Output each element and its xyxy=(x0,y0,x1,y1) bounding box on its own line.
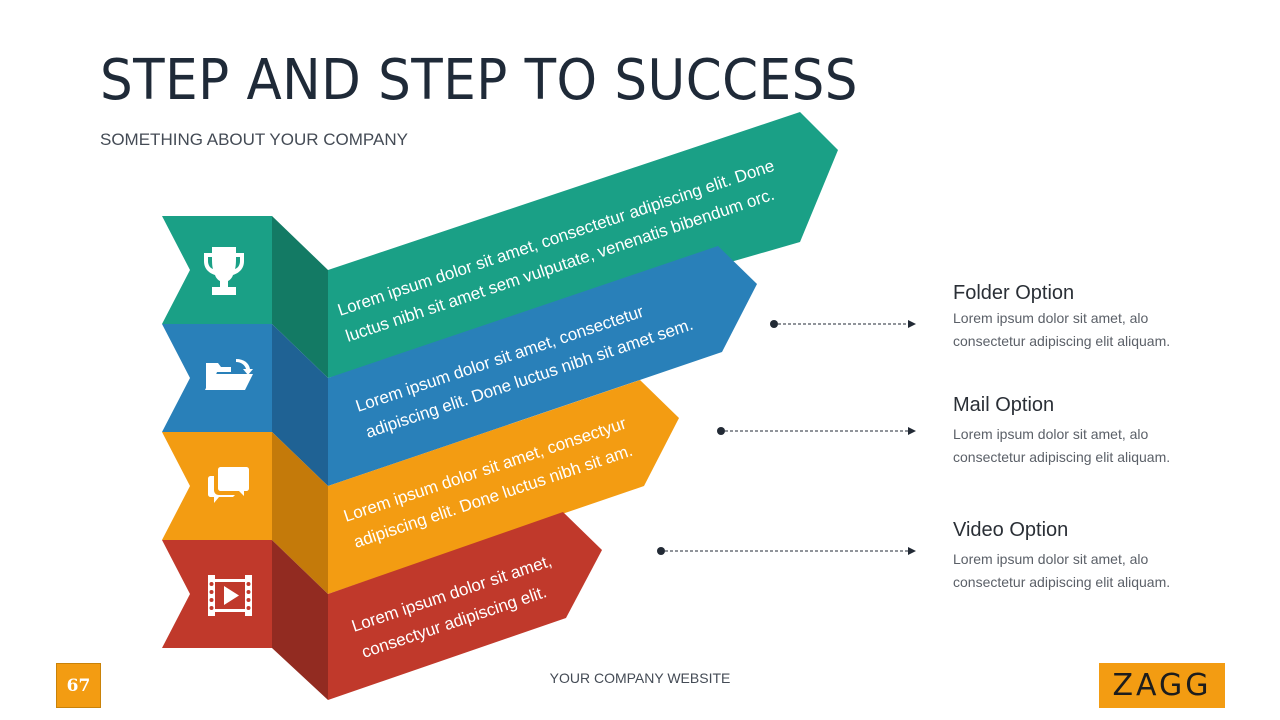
folder-open-icon xyxy=(205,359,253,390)
option-mail-title: Mail Option xyxy=(953,394,1055,416)
footer-website: YOUR COMPANY WEBSITE xyxy=(549,670,731,686)
step-3-tab xyxy=(162,432,272,540)
step-1-panel xyxy=(328,112,838,378)
connector-video xyxy=(657,547,916,555)
option-mail: Mail Option Lorem ipsum dolor sit amet, … xyxy=(953,394,1253,469)
step-4: Lorem ipsum dolor sit amet, consectyur a… xyxy=(162,512,602,700)
option-folder-title: Folder Option xyxy=(953,282,1075,304)
step-4-tab xyxy=(162,540,272,648)
step-3-panel xyxy=(328,380,679,594)
page-number: 67 xyxy=(56,663,101,708)
company-logo: ZAGG xyxy=(1099,663,1225,708)
connector-mail xyxy=(717,427,916,435)
option-video-desc: Lorem ipsum dolor sit amet, alo consecte… xyxy=(953,551,1171,590)
chat-icon xyxy=(208,467,249,503)
step-3: Lorem ipsum dolor sit amet, consectyur a… xyxy=(162,380,679,594)
option-mail-desc: Lorem ipsum dolor sit amet, alo consecte… xyxy=(953,426,1171,465)
slide-title: STEP AND STEP TO SUCCESS xyxy=(100,48,858,113)
connector-folder xyxy=(770,320,916,328)
slide-subtitle: SOMETHING ABOUT YOUR COMPANY xyxy=(100,130,408,149)
trophy-icon xyxy=(204,247,244,295)
film-play-icon xyxy=(208,575,252,616)
option-video: Video Option Lorem ipsum dolor sit amet,… xyxy=(953,519,1253,594)
step-2-panel xyxy=(328,246,757,486)
option-folder-desc: Lorem ipsum dolor sit amet, alo consecte… xyxy=(953,310,1171,349)
step-4-fold xyxy=(272,540,328,700)
step-4-panel xyxy=(328,512,602,700)
option-video-title: Video Option xyxy=(953,519,1069,541)
option-folder: Folder Option Lorem ipsum dolor sit amet… xyxy=(953,282,1253,353)
